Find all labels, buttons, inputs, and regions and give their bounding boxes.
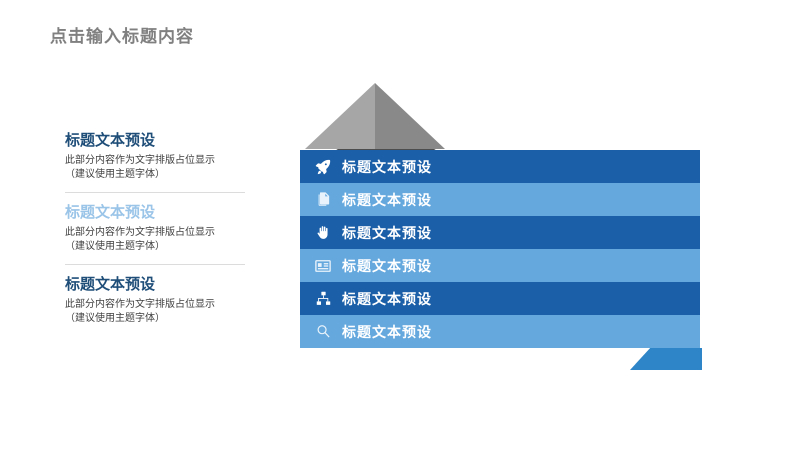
block-divider xyxy=(65,192,245,193)
block-heading: 标题文本预设 xyxy=(65,133,156,149)
bar-label: 标题文本预设 xyxy=(342,325,432,341)
bar-label: 标题文本预设 xyxy=(342,226,432,242)
copy-icon xyxy=(312,189,334,211)
bar-list: 标题文本预设 标题文本预设 标题文本预设 xyxy=(300,150,700,348)
sitemap-icon xyxy=(312,288,334,310)
block-divider xyxy=(65,264,245,265)
bar-tail-accent xyxy=(630,348,702,370)
bar-label: 标题文本预设 xyxy=(342,292,432,308)
text-blocks-column: 标题文本预设 此部分内容作为文字排版占位显示 （建议使用主题字体） 标题文本预设… xyxy=(65,132,245,336)
block-body-line: （建议使用主题字体） xyxy=(65,241,165,252)
bar-item[interactable]: 标题文本预设 xyxy=(300,216,700,249)
bar-label: 标题文本预设 xyxy=(342,193,432,209)
bar-diagram: 标题文本预设 标题文本预设 标题文本预设 xyxy=(300,80,720,390)
block-body-line: （建议使用主题字体） xyxy=(65,313,165,324)
block-heading: 标题文本预设 xyxy=(65,205,156,221)
block-heading: 标题文本预设 xyxy=(65,277,156,293)
bar-item[interactable]: 标题文本预设 xyxy=(300,183,700,216)
text-block: 标题文本预设 此部分内容作为文字排版占位显示 （建议使用主题字体） xyxy=(65,132,240,192)
block-body-line: 此部分内容作为文字排版占位显示 xyxy=(65,299,215,310)
bar-item[interactable]: 标题文本预设 xyxy=(300,249,700,282)
block-body-line: 此部分内容作为文字排版占位显示 xyxy=(65,155,215,166)
text-block: 标题文本预设 此部分内容作为文字排版占位显示 （建议使用主题字体） xyxy=(65,192,245,264)
search-icon xyxy=(312,321,334,343)
bar-item[interactable]: 标题文本预设 xyxy=(300,315,700,348)
rocket-icon xyxy=(312,156,334,178)
hand-icon xyxy=(312,222,334,244)
block-body-line: （建议使用主题字体） xyxy=(65,169,165,180)
bar-label: 标题文本预设 xyxy=(342,160,432,176)
page-title: 点击输入标题内容 xyxy=(50,27,194,46)
bar-item[interactable]: 标题文本预设 xyxy=(300,150,700,183)
text-block: 标题文本预设 此部分内容作为文字排版占位显示 （建议使用主题字体） xyxy=(65,264,245,336)
id-card-icon xyxy=(312,255,334,277)
pyramid-icon xyxy=(305,83,445,149)
bar-label: 标题文本预设 xyxy=(342,259,432,275)
block-body-line: 此部分内容作为文字排版占位显示 xyxy=(65,227,215,238)
bar-item[interactable]: 标题文本预设 xyxy=(300,282,700,315)
